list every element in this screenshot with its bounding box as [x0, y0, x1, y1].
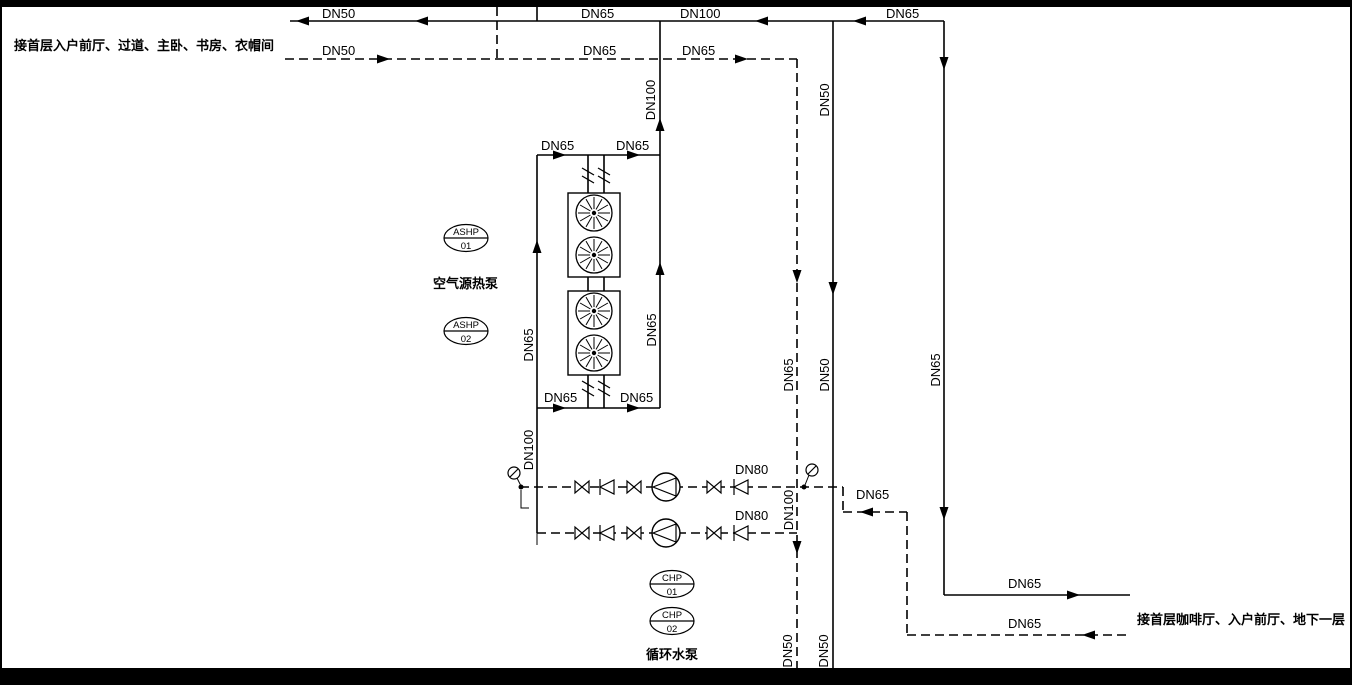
pipe-label: DN50: [817, 83, 832, 116]
tag-line1: CHP: [662, 573, 682, 584]
pump-icon: [651, 518, 681, 548]
equipment-tag-ashp-02: ASHP 02: [443, 316, 489, 346]
tag-line2: 01: [667, 587, 678, 598]
pipe-label: DN100: [680, 6, 720, 21]
note-top-left: 接首层入户前厅、过道、主卧、书房、衣帽间: [14, 38, 274, 53]
ashp-group-label: 空气源热泵: [433, 276, 498, 291]
pipe-label: DN100: [643, 80, 658, 120]
equipment-tag-ashp-01: ASHP 01: [443, 223, 489, 253]
pressure-gauge-left: [507, 466, 529, 509]
pipe-label: DN100: [781, 490, 796, 530]
flow-arrows: [296, 16, 1095, 640]
chp-group-label: 循环水泵: [646, 647, 698, 662]
heat-pump-unit-1: [567, 192, 621, 278]
pipe-label: DN65: [541, 138, 574, 153]
valve-icon: [574, 480, 590, 494]
tag-line1: CHP: [662, 610, 682, 621]
pipe-label: DN65: [856, 487, 889, 502]
check-valve-icon: [599, 478, 615, 496]
fan-icon: [575, 236, 613, 274]
pipe-label: DN65: [682, 43, 715, 58]
pump-icon: [651, 472, 681, 502]
equipment-tag-chp-01: CHP 01: [649, 569, 695, 599]
pipe-label: DN65: [616, 138, 649, 153]
pipe-labels-vertical: DN100 DN50 DN65 DN65 DN65 DN50 DN65 DN10…: [521, 80, 943, 668]
valve-icon: [706, 480, 722, 494]
pipe-label: DN65: [521, 328, 536, 361]
tag-line2: 02: [667, 624, 678, 635]
pipe-label: DN65: [1008, 576, 1041, 591]
valve-icon: [626, 480, 642, 494]
pipes-supply-solid: [290, 7, 1130, 668]
pipe-label: DN65: [620, 390, 653, 405]
pipe-label: DN65: [1008, 616, 1041, 631]
pipe-label: DN50: [780, 634, 795, 667]
pipe-label: DN50: [816, 634, 831, 667]
note-bottom-right: 接首层咖啡厅、入户前厅、地下一层: [1137, 612, 1345, 627]
tag-line1: ASHP: [453, 227, 479, 238]
fan-icon: [575, 194, 613, 232]
tag-line2: 01: [461, 241, 472, 252]
pipe-label: DN65: [544, 390, 577, 405]
tag-line2: 02: [461, 334, 472, 345]
check-valve-icon: [599, 524, 615, 542]
heat-pump-unit-2: [567, 290, 621, 376]
valve-icon: [706, 526, 722, 540]
fan-icon: [575, 334, 613, 372]
check-valve-icon: [733, 524, 749, 542]
equipment-tag-chp-02: CHP 02: [649, 606, 695, 636]
diagram-notes: 接首层入户前厅、过道、主卧、书房、衣帽间 接首层咖啡厅、入户前厅、地下一层 空气…: [14, 38, 1345, 662]
pipe-label: DN80: [735, 508, 768, 523]
pipe-label: DN65: [581, 6, 614, 21]
pipe-label: DN100: [521, 430, 536, 470]
pipe-label: DN65: [644, 313, 659, 346]
pipe-label: DN65: [928, 353, 943, 386]
pipe-label: DN50: [322, 6, 355, 21]
pressure-gauge-right: [801, 463, 819, 490]
fan-icon: [575, 292, 613, 330]
pipes-return-dashed: [285, 7, 1128, 668]
pipe-label: DN65: [583, 43, 616, 58]
pipe-label: DN50: [322, 43, 355, 58]
pipe-label: DN50: [817, 358, 832, 391]
valve-icon: [626, 526, 642, 540]
pipe-label: DN80: [735, 462, 768, 477]
tag-line1: ASHP: [453, 320, 479, 331]
pipe-label: DN65: [781, 358, 796, 391]
pipe-labels-horizontal: DN50 DN65 DN100 DN65 DN50 DN65 DN65 DN65…: [322, 6, 1041, 631]
valve-icon: [574, 526, 590, 540]
check-valve-icon: [733, 478, 749, 496]
pipe-label: DN65: [886, 6, 919, 21]
